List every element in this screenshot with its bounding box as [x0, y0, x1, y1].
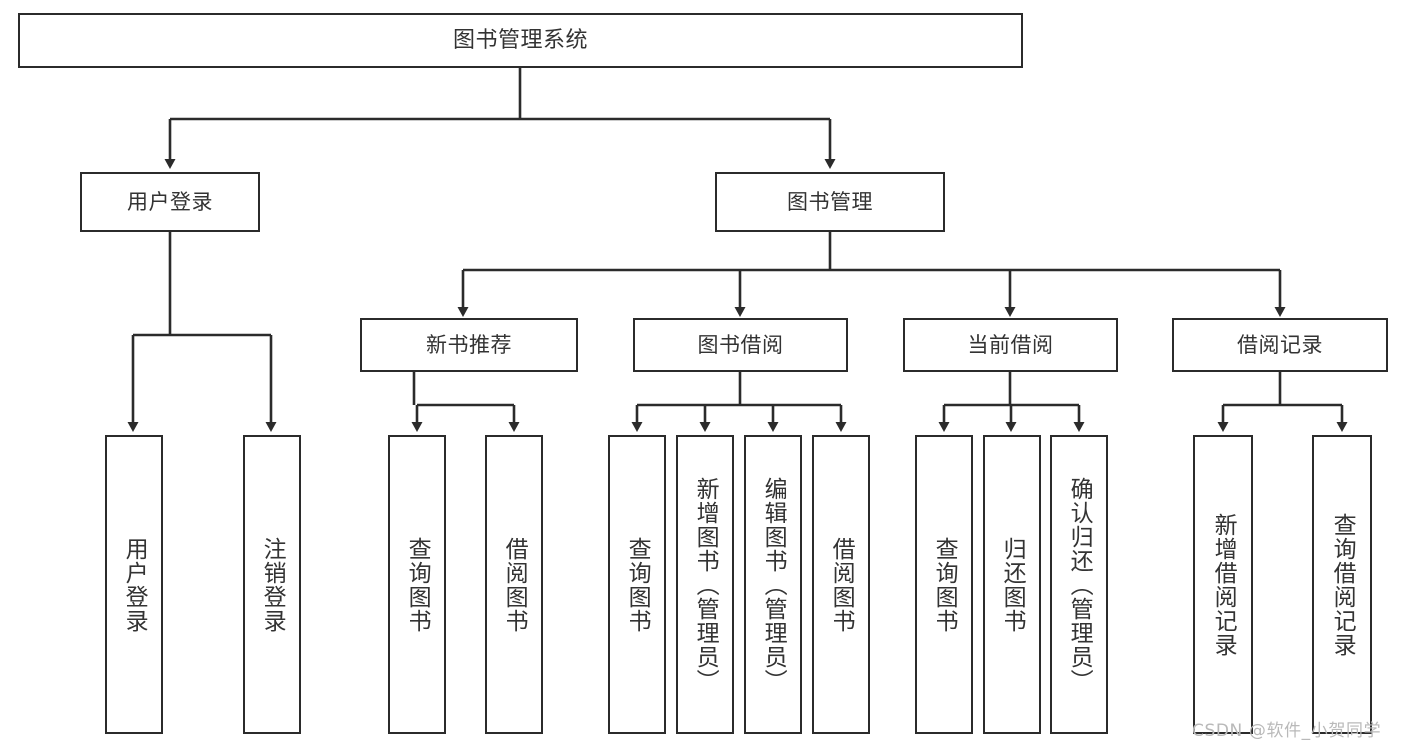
node-label: 查询借阅记录 — [1329, 512, 1356, 657]
node-label: 当前借阅 — [967, 332, 1054, 357]
leaf-logout[interactable]: 注销登录 — [243, 435, 301, 734]
leaf-add-book-admin[interactable]: 新增图书（管理员） — [676, 435, 734, 734]
node-current-borrow[interactable]: 当前借阅 — [903, 318, 1118, 372]
node-label: 借阅图书 — [828, 536, 855, 633]
leaf-borrow-book-recommend[interactable]: 借阅图书 — [485, 435, 543, 734]
leaf-search-book-current[interactable]: 查询图书 — [915, 435, 973, 734]
watermark-csdn: CSDN @软件_小贺同学 — [1192, 721, 1382, 741]
node-label: 用户登录 — [121, 536, 148, 633]
leaf-search-borrow-record[interactable]: 查询借阅记录 — [1312, 435, 1372, 734]
node-label: 图书借阅 — [697, 332, 784, 357]
leaf-user-login[interactable]: 用户登录 — [105, 435, 163, 734]
leaf-return-book[interactable]: 归还图书 — [983, 435, 1041, 734]
node-label: 归还图书 — [999, 536, 1026, 633]
leaf-search-book-borrow[interactable]: 查询图书 — [608, 435, 666, 734]
leaf-confirm-return-admin[interactable]: 确认归还（管理员） — [1050, 435, 1108, 734]
node-label: 编辑图书（管理员） — [760, 476, 787, 693]
node-book-borrow[interactable]: 图书借阅 — [633, 318, 848, 372]
node-label: 查询图书 — [931, 536, 958, 633]
leaf-search-book-recommend[interactable]: 查询图书 — [388, 435, 446, 734]
node-label: 借阅图书 — [501, 536, 528, 633]
node-label: 查询图书 — [624, 536, 651, 633]
leaf-borrow-book[interactable]: 借阅图书 — [812, 435, 870, 734]
leaf-edit-book-admin[interactable]: 编辑图书（管理员） — [744, 435, 802, 734]
node-label: 图书管理系统 — [452, 27, 588, 53]
node-root-library-management-system[interactable]: 图书管理系统 — [18, 13, 1023, 68]
node-label: 借阅记录 — [1237, 332, 1323, 357]
node-user-login[interactable]: 用户登录 — [80, 172, 260, 232]
node-label: 查询图书 — [404, 536, 431, 633]
leaf-add-borrow-record[interactable]: 新增借阅记录 — [1193, 435, 1253, 734]
node-label: 图书管理 — [787, 189, 873, 214]
node-label: 新书推荐 — [426, 332, 512, 357]
node-label: 确认归还（管理员） — [1066, 476, 1093, 693]
node-label: 新增借阅记录 — [1210, 512, 1237, 657]
node-label: 新增图书（管理员） — [692, 476, 719, 693]
node-book-management[interactable]: 图书管理 — [715, 172, 945, 232]
node-label: 注销登录 — [259, 536, 286, 633]
node-new-book-recommendation[interactable]: 新书推荐 — [360, 318, 578, 372]
node-borrow-record[interactable]: 借阅记录 — [1172, 318, 1388, 372]
node-label: 用户登录 — [127, 189, 213, 214]
